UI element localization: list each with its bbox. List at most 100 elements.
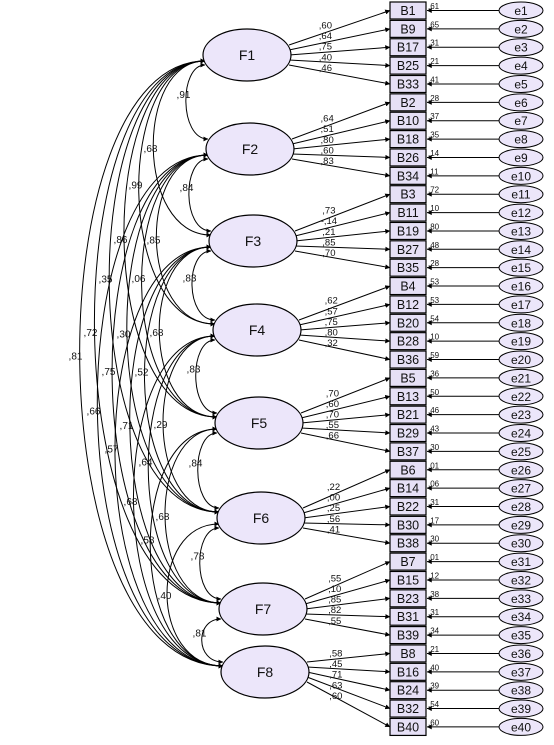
item-box [389, 350, 427, 369]
item-label: B34 [397, 169, 419, 183]
loading-arrow [304, 618, 391, 637]
loading-arrow [294, 211, 391, 237]
loading-arrow [306, 666, 391, 675]
error-ellipse [498, 515, 544, 534]
item-label: B4 [400, 280, 415, 294]
correlation-arc [199, 525, 222, 602]
r2-label: ,60 [428, 718, 440, 727]
correlation-arc [162, 333, 220, 515]
loading-label: ,64 [321, 114, 334, 125]
error-ellipse [498, 681, 544, 700]
error-ellipse [498, 424, 544, 443]
item-label: B40 [397, 720, 419, 734]
loading-label: ,71 [329, 670, 342, 681]
loading-label: -,14 [321, 216, 337, 227]
item-label: B20 [397, 316, 419, 330]
loading-label: ,55 [328, 573, 341, 584]
correlation-arc [185, 62, 209, 142]
error-ellipse [498, 644, 544, 663]
r2-label: ,36 [428, 369, 440, 378]
item-box [389, 497, 427, 516]
error-ellipse [498, 460, 544, 479]
item-label: B18 [397, 133, 419, 147]
correlation-label: ,84 [189, 459, 203, 470]
error-label: e26 [511, 463, 531, 477]
r2-label: ,14 [428, 149, 440, 158]
loading-label: ,32 [325, 338, 338, 349]
correlation-label: ,06 [132, 274, 146, 285]
correlation-label: ,57 [105, 445, 119, 456]
loading-label: ,40 [319, 52, 332, 63]
loading-label: ,62 [325, 296, 338, 307]
r2-label: ,72 [428, 186, 440, 195]
item-label: B11 [397, 206, 418, 220]
correlation-label: ,64 [139, 458, 153, 469]
r2-label: ,21 [428, 645, 440, 654]
error-label: e12 [511, 206, 531, 220]
loading-arrow [302, 487, 391, 514]
item-box [389, 166, 427, 185]
factor-label: F5 [251, 415, 268, 431]
correlation-arc [201, 616, 224, 665]
item-box [389, 295, 427, 314]
loading-arrow [288, 45, 391, 56]
error-label: e1 [514, 4, 528, 18]
factor-ellipse [208, 214, 298, 268]
item-label: B9 [400, 22, 415, 36]
loading-arrow [302, 527, 391, 545]
correlation-label: ,85 [147, 236, 161, 247]
error-terms: e1e2e3e4e5e6e7e8e9e10e11e12e13e14e15e16e… [426, 1, 544, 736]
error-ellipse [498, 221, 544, 240]
loading-arrow [291, 119, 391, 145]
factor-ellipse [212, 303, 302, 357]
correlation-arc [114, 244, 224, 669]
error-label: e40 [511, 720, 531, 734]
r2-label: ,31 [428, 608, 440, 617]
error-ellipse [498, 56, 544, 75]
correlation-label: ,40 [158, 591, 172, 602]
correlation-arc [94, 58, 222, 606]
observed-items: B1,61B9,65B17,31B25,21B33,41B2,28B10,37B… [389, 1, 440, 737]
loading-arrow [300, 412, 391, 424]
loading-arrow [298, 285, 391, 321]
r2-label: ,43 [428, 425, 440, 434]
error-label: e8 [514, 133, 528, 147]
item-box [389, 644, 427, 663]
loading-arrow [294, 228, 391, 242]
loading-arrow [291, 101, 391, 140]
item-box [389, 38, 427, 57]
r2-label: ,35 [428, 131, 440, 140]
loading-label: ,83 [321, 156, 334, 167]
error-label: e30 [511, 537, 531, 551]
r2-label: ,17 [428, 516, 440, 525]
item-box [389, 203, 427, 222]
correlation-arc [144, 244, 220, 515]
error-ellipse [498, 626, 544, 645]
correlation-arc [123, 58, 218, 420]
item-box [389, 276, 427, 296]
correlation-arc [111, 152, 222, 606]
error-label: e7 [514, 114, 528, 128]
loading-label: ,00 [327, 493, 340, 504]
item-label: B1 [400, 4, 415, 18]
correlation-label: ,83 [183, 274, 197, 285]
loading-arrow [298, 339, 391, 361]
loading-arrow [294, 245, 391, 252]
item-label: B8 [400, 647, 415, 661]
error-label: e18 [511, 316, 531, 330]
error-ellipse [498, 295, 544, 314]
loading-label: ,60 [329, 691, 342, 702]
correlation-arc [158, 244, 218, 420]
loading-label: ,58 [329, 648, 342, 659]
loading-label: ,60 [319, 21, 332, 32]
correlation-arc [195, 337, 218, 416]
correlation-arc [108, 58, 220, 515]
error-ellipse [498, 19, 544, 38]
r2-label: ,06 [428, 480, 440, 489]
loading-label: ,56 [327, 514, 340, 525]
loading-label: ,66 [326, 431, 339, 442]
loading-label: ,25 [327, 503, 340, 514]
factor-label: F1 [239, 47, 256, 63]
error-ellipse [498, 350, 544, 369]
correlation-arc [149, 426, 224, 669]
